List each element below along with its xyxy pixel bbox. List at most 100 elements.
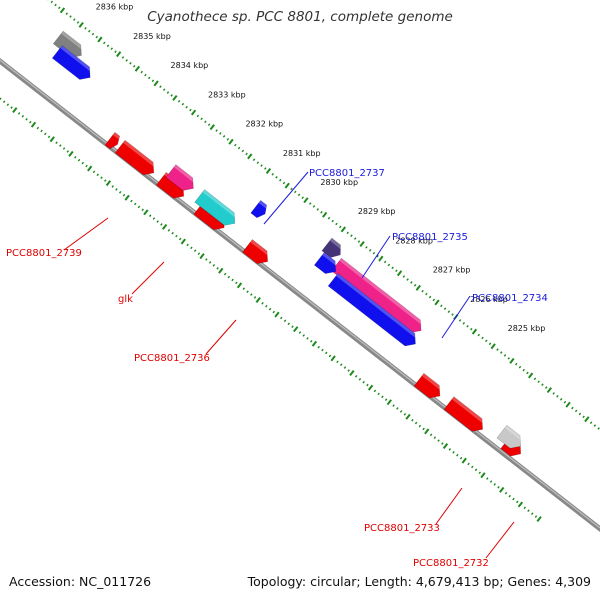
ruler-outer-minor-tick <box>312 205 316 208</box>
ruler-inner-major-tick <box>218 267 224 274</box>
gene-arrow[interactable] <box>114 139 159 179</box>
gene-arrow[interactable] <box>194 189 240 230</box>
gene-label[interactable]: PCC8801_2734 <box>472 293 548 304</box>
ruler-inner-minor-tick <box>471 465 474 469</box>
ruler-inner-minor-tick <box>287 322 291 326</box>
ruler-outer-minor-tick <box>421 289 424 293</box>
gene-arrow[interactable] <box>443 396 488 436</box>
ruler-inner-minor-tick <box>190 246 193 250</box>
ruler-inner-minor-tick <box>111 185 114 188</box>
ruler-outer-minor-tick <box>144 73 147 77</box>
ruler-outer-major-tick <box>509 357 515 364</box>
ruler-inner-minor-tick <box>66 150 70 153</box>
gene-arrow[interactable] <box>250 199 270 220</box>
ruler-outer-minor-tick <box>350 234 353 237</box>
ruler-inner-minor-tick <box>152 217 156 220</box>
ruler-inner-minor-tick <box>474 468 478 472</box>
gene-arrow[interactable] <box>413 372 445 402</box>
ruler-outer-minor-tick <box>320 211 323 214</box>
ruler-outer-minor-tick <box>338 225 342 229</box>
gene-arrow[interactable] <box>51 45 95 84</box>
gene-feature[interactable] <box>327 272 420 350</box>
gene-feature[interactable] <box>313 252 340 277</box>
ruler-outer-minor-tick <box>500 351 503 354</box>
ruler-outer-minor-tick <box>162 88 166 91</box>
gene-arrow[interactable] <box>496 424 526 452</box>
ruler-outer-major-tick <box>396 270 403 277</box>
gene-feature[interactable] <box>194 189 240 230</box>
ruler-outer-minor-tick <box>256 161 260 164</box>
gene-feature[interactable] <box>496 424 526 452</box>
ruler-outer-major-tick <box>209 124 215 131</box>
ruler-outer-minor-tick <box>103 41 106 45</box>
gene-label[interactable]: PCC8801_2736 <box>134 353 210 364</box>
ruler-inner-minor-tick <box>366 383 369 387</box>
ruler-inner-minor-tick <box>231 278 234 282</box>
ruler-inner-minor-tick <box>205 258 208 261</box>
gene-arrow[interactable] <box>321 237 345 261</box>
gene-arrow[interactable] <box>327 272 420 350</box>
gene-label[interactable]: glk <box>118 294 133 305</box>
gene-arrow-shine <box>451 396 483 423</box>
ruler-outer-major-tick <box>59 7 66 14</box>
gene-feature[interactable] <box>250 199 270 220</box>
ruler-inner-minor-tick <box>298 331 302 334</box>
gene-arrow[interactable] <box>104 131 122 150</box>
gene-label[interactable]: PCC8801_2732 <box>413 558 489 569</box>
ruler-inner-minor-tick <box>399 410 403 413</box>
ruler-inner-minor-tick <box>115 188 118 191</box>
gene-label[interactable]: PCC8801_2739 <box>6 248 82 259</box>
ruler-inner-minor-tick <box>272 310 276 314</box>
gene-arrow-shine <box>60 45 90 72</box>
gene-feature[interactable] <box>413 372 445 402</box>
ruler-inner-minor-tick <box>130 199 133 203</box>
ruler-tick-label: 2825 kbp <box>508 324 546 333</box>
ruler-inner-minor-tick <box>384 398 388 402</box>
ruler-outer-minor-tick <box>189 108 192 112</box>
gene-feature[interactable] <box>242 239 272 268</box>
ruler-outer-minor-tick <box>301 196 304 200</box>
ruler-outer-minor-tick <box>222 135 226 138</box>
ruler-inner-major-tick <box>424 428 430 435</box>
gene-arrow-shine <box>336 273 416 338</box>
ruler-tick-label: 2827 kbp <box>433 266 471 275</box>
ruler-inner-minor-tick <box>433 436 437 440</box>
ruler-inner-minor-tick <box>40 129 43 133</box>
ruler-inner-minor-tick <box>396 407 399 410</box>
ruler-outer-major-tick <box>415 284 421 291</box>
ruler-outer-minor-tick <box>451 313 454 316</box>
ruler-outer-major-tick <box>378 255 384 262</box>
ruler-outer-minor-tick <box>432 298 436 302</box>
gene-feature[interactable] <box>114 139 159 179</box>
ruler-inner-major-tick <box>536 516 542 523</box>
gene-feature[interactable] <box>104 131 122 150</box>
ruler-outer-minor-tick <box>372 251 376 255</box>
ruler-inner-minor-tick <box>100 176 103 180</box>
ruler-inner-minor-tick <box>381 395 384 399</box>
ruler-outer-minor-tick <box>383 260 387 264</box>
ruler-inner-minor-tick <box>156 220 159 223</box>
gene-feature[interactable] <box>51 45 95 84</box>
ruler-inner-major-tick <box>442 443 449 450</box>
ruler-outer-minor-tick <box>132 64 136 68</box>
gene-arrow[interactable] <box>165 164 198 195</box>
ruler-inner-minor-tick <box>534 515 538 518</box>
ruler-inner-minor-tick <box>418 424 422 428</box>
gene-arrow-shine <box>339 258 421 325</box>
gene-feature[interactable] <box>443 396 488 436</box>
gene-label[interactable]: PCC8801_2735 <box>392 232 468 243</box>
ruler-outer-minor-tick <box>597 427 600 430</box>
ruler-inner-minor-tick <box>508 494 511 498</box>
gene-feature[interactable] <box>165 164 198 195</box>
ruler-inner-minor-tick <box>118 191 122 194</box>
backbone-layer <box>0 58 600 532</box>
gene-label[interactable]: PCC8801_2733 <box>364 523 440 534</box>
gene-arrow[interactable] <box>242 239 272 268</box>
ruler-outer-minor-tick <box>346 231 349 235</box>
gene-feature[interactable] <box>321 237 345 261</box>
gene-arrow-shine <box>504 425 521 440</box>
gene-label[interactable]: PCC8801_2737 <box>309 168 385 179</box>
gene-arrow[interactable] <box>313 252 340 277</box>
